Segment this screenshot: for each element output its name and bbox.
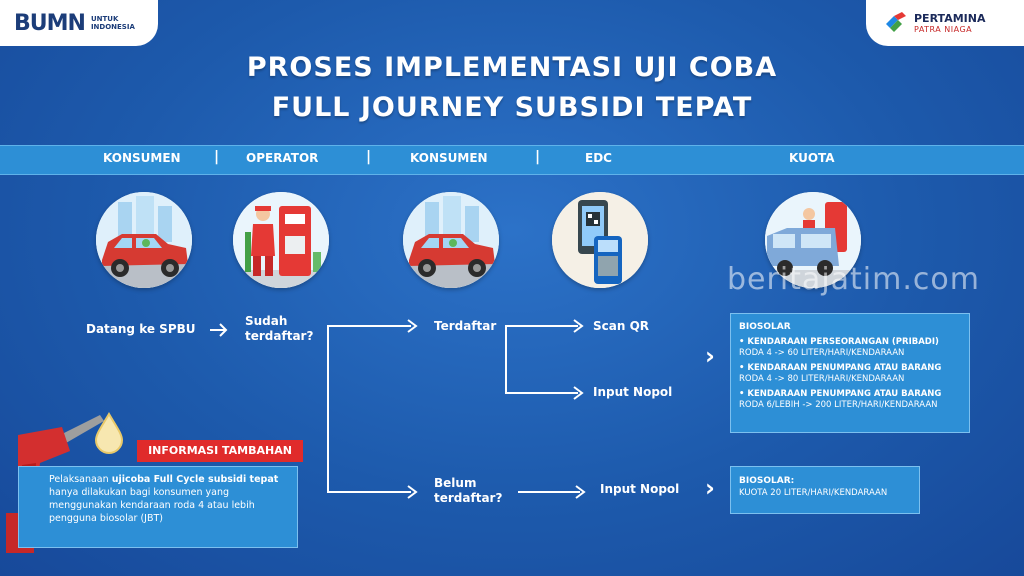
step-sudah-terdaftar: Sudah terdaftar? <box>245 314 313 344</box>
branch-line-bottom <box>327 491 411 493</box>
header-konsumen-2: KONSUMEN <box>410 151 488 165</box>
header-separator-2: | <box>366 149 372 165</box>
bumn-logo-subtitle: UNTUK INDONESIA <box>91 15 135 31</box>
edc-illustration <box>552 192 648 288</box>
oil-droplet-icon <box>94 412 124 454</box>
sudah-line-1: Sudah <box>245 314 288 328</box>
step-input-nopol-registered: Input Nopol <box>593 385 673 399</box>
car-consumer-illustration <box>96 192 192 288</box>
info-tag: INFORMASI TAMBAHAN <box>137 440 303 462</box>
quota-cat2-value: RODA 4 -> 80 LITER/HARI/KENDARAAN <box>739 374 905 384</box>
step-datang-ke-spbu: Datang ke SPBU <box>86 322 196 336</box>
bumn-sub-2: INDONESIA <box>90 23 135 31</box>
bumn-logo: BUMN UNTUK INDONESIA <box>0 0 158 46</box>
pertamina-name: PERTAMINA <box>914 12 986 25</box>
bumn-logo-mark: BUMN <box>14 10 86 36</box>
quota-unregistered-box: BIOSOLAR: KUOTA 20 LITER/HARI/KENDARAAN <box>730 466 920 514</box>
bumn-sub-1: UNTUK <box>90 15 119 23</box>
patra-niaga-name: PATRA NIAGA <box>914 25 973 34</box>
header-separator-1: | <box>214 149 220 165</box>
quota-truck-illustration <box>765 192 861 288</box>
chevron-right-icon: › <box>705 474 715 502</box>
registered-line-vertical <box>505 325 507 393</box>
car-registered-illustration <box>403 192 499 288</box>
step-belum-terdaftar: Belum terdaftar? <box>434 476 502 506</box>
step-input-nopol-unregistered: Input Nopol <box>600 482 680 496</box>
watermark: beritajatim.com <box>727 262 980 297</box>
arrow-head-icon <box>573 386 584 400</box>
pertamina-icon <box>886 12 906 32</box>
branch-line-vertical <box>327 326 329 492</box>
arrow-head-icon <box>407 485 418 499</box>
header-konsumen-1: KONSUMEN <box>103 151 181 165</box>
quota-cat3-title: • KENDARAAN PENUMPANG ATAU BARANG <box>739 389 942 399</box>
quota-cat3-value: RODA 6/LEBIH -> 200 LITER/HARI/KENDARAAN <box>739 400 938 410</box>
chevron-right-icon: › <box>705 342 715 370</box>
quota-cat1-value: RODA 4 -> 60 LITER/HARI/KENDARAAN <box>739 348 905 358</box>
belum-line-1: Belum <box>434 476 477 490</box>
quota-registered-heading: BIOSOLAR <box>739 322 791 332</box>
info-text-2: hanya dilakukan bagi konsumen yang mengg… <box>49 487 255 524</box>
sudah-line-2: terdaftar? <box>245 329 314 343</box>
registered-line-top <box>505 325 578 327</box>
quota-unregistered-value: KUOTA 20 LITER/HARI/KENDARAAN <box>739 488 888 498</box>
title-line-2: FULL JOURNEY SUBSIDI TEPAT <box>271 92 753 123</box>
belum-line-2: terdaftar? <box>434 491 503 505</box>
quota-cat2-title: • KENDARAAN PENUMPANG ATAU BARANG <box>739 363 942 373</box>
arrow-head-icon <box>407 319 418 333</box>
step-scan-qr: Scan QR <box>593 319 650 333</box>
quota-registered-box: BIOSOLAR • KENDARAAN PERSEORANGAN (PRIBA… <box>730 313 970 433</box>
info-text-bold: ujicoba Full Cycle subsidi tepat <box>111 474 279 485</box>
title-line-1: PROSES IMPLEMENTASI UJI COBA <box>246 52 778 83</box>
info-box: Pelaksanaan ujicoba Full Cycle subsidi t… <box>18 466 298 548</box>
header-edc: EDC <box>585 151 612 165</box>
header-operator: OPERATOR <box>246 151 319 165</box>
arrow-head-icon <box>575 485 586 499</box>
info-text-1: Pelaksanaan <box>49 474 112 485</box>
arrow-head-icon <box>573 319 584 333</box>
header-bar <box>0 145 1024 175</box>
registered-line-bottom <box>505 392 578 394</box>
header-kuota: KUOTA <box>789 151 835 165</box>
operator-illustration <box>233 192 329 288</box>
arrow-right-icon <box>210 323 228 337</box>
branch-line-top <box>327 325 411 327</box>
quota-cat1-title: • KENDARAAN PERSEORANGAN (PRIBADI) <box>739 337 939 347</box>
step-terdaftar: Terdaftar <box>434 319 497 333</box>
pertamina-logo: PERTAMINA PATRA NIAGA <box>866 0 1024 46</box>
quota-unregistered-heading: BIOSOLAR: <box>739 476 795 486</box>
header-separator-3: | <box>535 149 541 165</box>
unregistered-line <box>518 491 580 493</box>
